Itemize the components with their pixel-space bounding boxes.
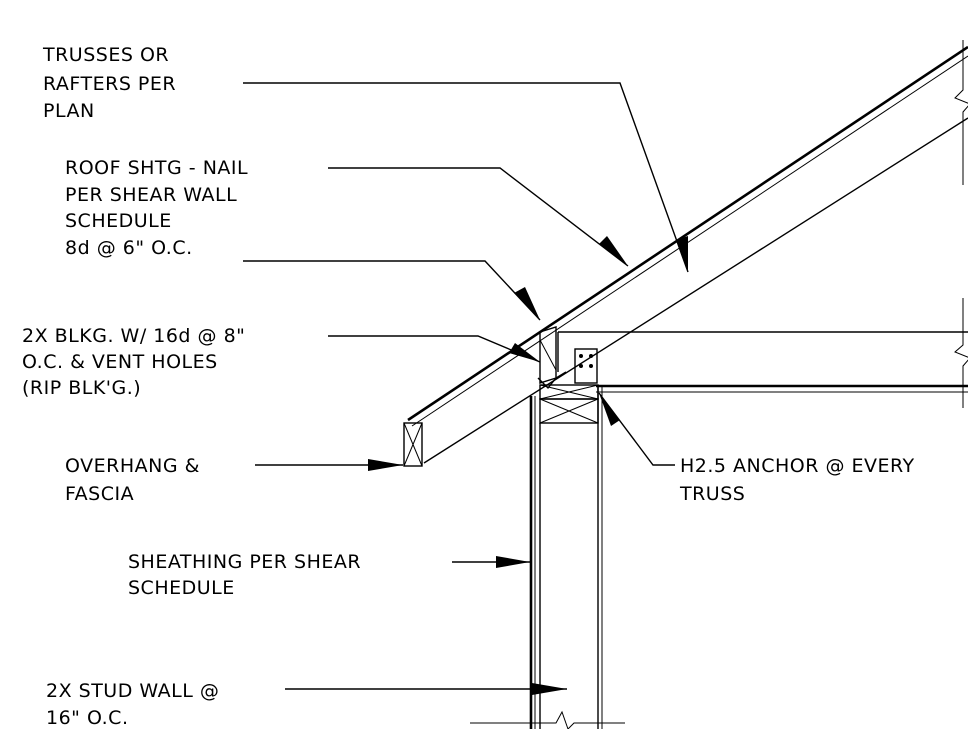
stud-wall-leader — [285, 683, 567, 695]
anchor-leader — [598, 392, 675, 466]
overhang-note-line-2: FASCIA — [65, 483, 134, 505]
sheathing-note-line-2: SCHEDULE — [128, 577, 235, 599]
blocking — [537, 326, 567, 390]
h25-anchor — [574, 348, 598, 384]
roof-sheathing-note-line-4: 8d @ 6" O.C. — [65, 237, 193, 259]
anchor-note: H2.5 ANCHOR @ EVERY TRUSS — [679, 455, 915, 505]
stud-wall-note-line-1: 2X STUD WALL @ — [46, 680, 219, 702]
overhang-note-line-1: OVERHANG & — [65, 455, 200, 477]
stud-wall-note-line-2: 16" O.C. — [46, 707, 129, 729]
sheathing-note-line-1: SHEATHING PER SHEAR — [128, 551, 361, 573]
roof-sheathing-note-line-2: PER SHEAR WALL — [65, 184, 237, 206]
anchor-note-line-1: H2.5 ANCHOR @ EVERY — [680, 455, 915, 477]
blocking-note-line-2: O.C. & VENT HOLES — [22, 351, 218, 373]
trusses-note: TRUSSES OR RAFTERS PER PLAN — [42, 44, 176, 122]
trusses-leader — [243, 82, 689, 273]
anchor-note-line-2: TRUSS — [679, 483, 745, 505]
top-plates — [539, 384, 599, 424]
stud-wall — [470, 385, 625, 729]
trusses-note-line-3: PLAN — [43, 100, 95, 122]
trusses-note-line-2: RAFTERS PER — [43, 73, 176, 95]
stud-wall-note: 2X STUD WALL @ 16" O.C. — [46, 680, 219, 729]
roof-sheathing-note-line-1: ROOF SHTG - NAIL — [65, 157, 248, 179]
roof-sheathing-note-line-3: SCHEDULE — [65, 210, 172, 232]
roof-sheathing-leader — [328, 167, 629, 267]
blocking-note: 2X BLKG. W/ 16d @ 8" O.C. & VENT HOLES (… — [22, 325, 245, 399]
ceiling-joist — [557, 298, 968, 408]
blocking-note-line-1: 2X BLKG. W/ 16d @ 8" — [22, 325, 245, 347]
roof-sheathing-note: ROOF SHTG - NAIL PER SHEAR WALL SCHEDULE… — [65, 157, 248, 259]
overhang-leader — [255, 459, 403, 471]
blocking-note-line-3: (RIP BLK'G.) — [22, 377, 141, 399]
nailing-leader — [243, 260, 541, 321]
sheathing-leader — [452, 556, 530, 568]
blocking-leader — [328, 335, 541, 363]
rafter — [407, 40, 968, 464]
trusses-note-line-1: TRUSSES OR — [42, 44, 169, 66]
sheathing-note: SHEATHING PER SHEAR SCHEDULE — [128, 551, 361, 599]
fascia-board — [403, 422, 423, 467]
overhang-note: OVERHANG & FASCIA — [65, 455, 200, 505]
